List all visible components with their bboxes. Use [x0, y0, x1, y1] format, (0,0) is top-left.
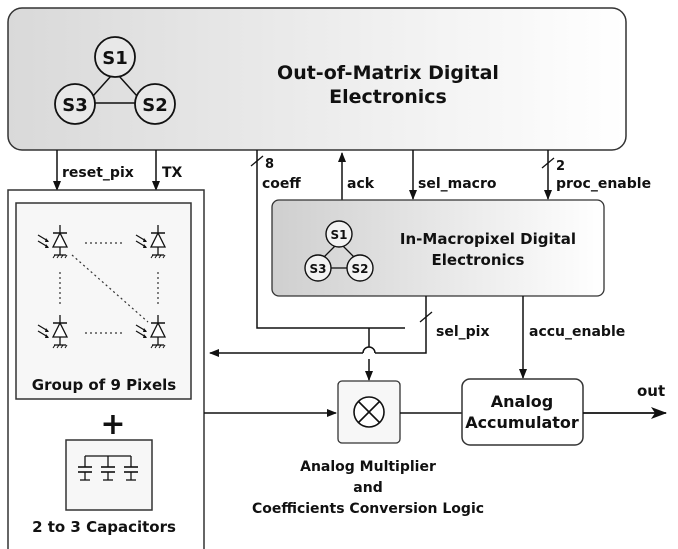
analog-multiplier — [337, 380, 401, 444]
state-s3-label: S3 — [62, 95, 88, 116]
multiplier-label-line3: Coefficients Conversion Logic — [252, 501, 484, 517]
pixel-group-label: Group of 9 Pixels — [32, 376, 176, 394]
tx-label: TX — [162, 165, 183, 181]
out-label: out — [637, 382, 665, 400]
signal-ack: ack — [338, 152, 375, 200]
capacitor-box — [65, 439, 153, 511]
macro-state-s1: S1 — [331, 228, 348, 242]
state-s2-circle — [134, 83, 176, 125]
state-s1-circle — [94, 36, 136, 78]
macro-block-title-line2: Electronics — [432, 251, 525, 269]
macro-state-s3: S3 — [310, 262, 327, 276]
capacitors-label: 2 to 3 Capacitors — [32, 518, 176, 536]
multiplier-label-line1: Analog Multiplier — [300, 459, 436, 475]
sel-pix-label: sel_pix — [436, 324, 489, 340]
accumulator-label-line2: Accumulator — [465, 413, 579, 432]
signal-reset-pix: reset_pix — [53, 150, 134, 191]
multiplier-label-line2: and — [353, 480, 382, 496]
ack-label: ack — [347, 176, 375, 192]
signal-coeff: 8 coeff — [250, 150, 405, 329]
signal-proc-enable: 2 proc_enable — [541, 150, 651, 200]
coeff-width-label: 8 — [265, 157, 274, 172]
pixel-area: Group of 9 Pixels + 2 to 3 Capacitors — [7, 189, 205, 549]
state-s1-label: S1 — [102, 48, 128, 69]
signal-sel-macro: sel_macro — [409, 150, 497, 200]
proc-enable-label: proc_enable — [556, 176, 651, 192]
signal-tx: TX — [152, 150, 183, 191]
top-block-title-line2: Electronics — [329, 86, 447, 108]
analog-accumulator: Analog Accumulator — [461, 378, 584, 446]
macro-block-title-line1: In-Macropixel Digital — [400, 230, 576, 248]
top-state-machine: S1 S2 S3 — [54, 36, 176, 125]
in-macropixel-block: In-Macropixel Digital Electronics S1 S2 … — [271, 199, 605, 297]
signal-accu-enable: accu_enable — [519, 296, 625, 379]
out-of-matrix-block: Out-of-Matrix Digital Electronics S1 S2 … — [7, 7, 627, 151]
top-block-title-line1: Out-of-Matrix Digital — [277, 62, 499, 84]
macro-state-s2: S2 — [352, 262, 369, 276]
signal-out: out — [583, 382, 667, 419]
signal-sel-pix: sel_pix — [209, 296, 489, 357]
accu-enable-label: accu_enable — [529, 324, 625, 340]
proc-width-label: 2 — [556, 159, 565, 174]
coeff-label: coeff — [262, 176, 301, 192]
pixel-group-box — [15, 202, 192, 400]
reset-pix-label: reset_pix — [62, 165, 134, 181]
state-s2-label: S2 — [142, 95, 168, 116]
sel-macro-label: sel_macro — [418, 176, 497, 192]
macro-state-machine: S1 S2 S3 — [304, 220, 374, 282]
accumulator-label-line1: Analog — [491, 392, 554, 411]
state-s3-circle — [54, 83, 96, 125]
plus-symbol: + — [100, 407, 125, 442]
